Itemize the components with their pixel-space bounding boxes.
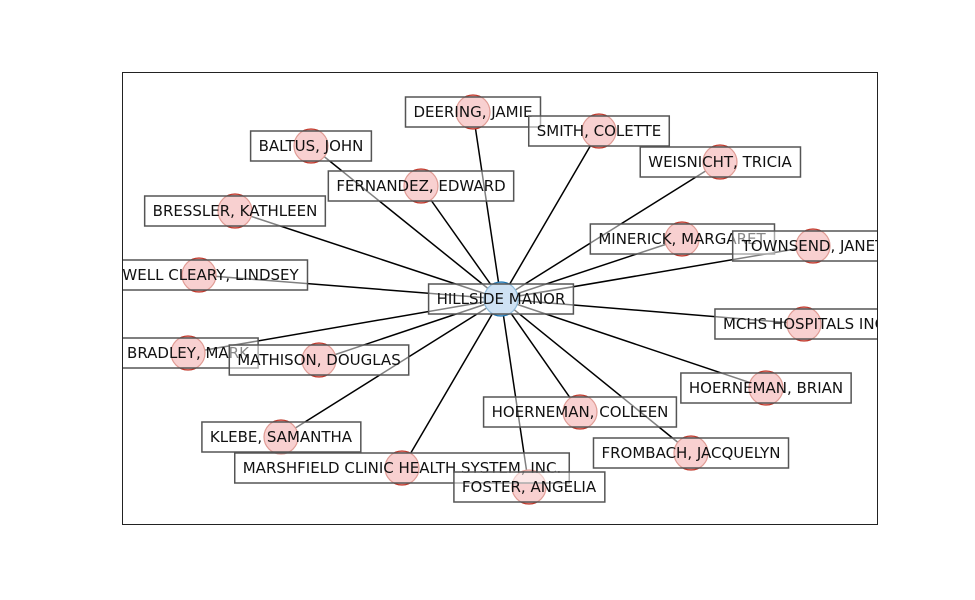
label-center: HILLSIDE MANOR xyxy=(437,290,566,308)
label-box-smith xyxy=(527,115,671,147)
label-mchs: MCHS HOSPITALS INC xyxy=(723,315,878,333)
edge-hoernemanc xyxy=(500,298,581,413)
label-hoernemanc: HOERNEMAN, COLLEEN xyxy=(492,403,669,421)
label-weisnicht: WEISNICHT, TRICIA xyxy=(648,153,792,171)
label-box-foster xyxy=(453,471,606,503)
label-smith: SMITH, COLETTE xyxy=(537,122,662,140)
label-bressler: BRESSLER, KATHLEEN xyxy=(153,202,318,220)
label-deering: DEERING, JAMIE xyxy=(414,103,533,121)
label-fernandez: FERNANDEZ, EDWARD xyxy=(336,177,505,195)
edge-deering xyxy=(472,111,502,300)
label-box-cleary xyxy=(123,259,309,291)
label-box-weisnicht xyxy=(639,146,802,178)
label-bradley: BRADLEY, MARK xyxy=(127,344,250,362)
label-box-deering xyxy=(404,96,542,128)
edge-fernandez xyxy=(420,185,502,300)
label-box-fernandez xyxy=(327,170,515,202)
label-hoernemanb: HOERNEMAN, BRIAN xyxy=(689,379,843,397)
label-box-hoernemanc xyxy=(482,396,678,428)
label-box-klebe xyxy=(201,421,362,453)
label-baltus: BALTUS, JOHN xyxy=(259,137,364,155)
label-box-mchs xyxy=(714,308,877,340)
label-frombach: FROMBACH, JACQUELYN xyxy=(601,444,780,462)
edge-marshfield xyxy=(401,298,502,469)
label-foster: FOSTER, ANGELIA xyxy=(462,478,597,496)
label-box-hoernemanb xyxy=(680,372,852,404)
label-cleary: HOWELL CLEARY, LINDSEY xyxy=(123,266,299,284)
edge-baltus xyxy=(310,145,502,300)
edge-smith xyxy=(500,130,600,300)
label-box-baltus xyxy=(249,130,373,162)
label-box-townsend xyxy=(731,230,877,262)
label-townsend: TOWNSEND, JANET xyxy=(741,237,878,255)
label-mathison: MATHISON, DOUGLAS xyxy=(237,351,400,369)
label-box-center xyxy=(427,283,575,315)
label-minerick: MINERICK, MARGARET xyxy=(598,230,766,248)
edge-frombach xyxy=(500,298,692,454)
label-klebe: KLEBE, SAMANTHA xyxy=(210,428,353,446)
label-box-frombach xyxy=(592,437,790,469)
label-box-mathison xyxy=(228,344,410,376)
label-box-bressler xyxy=(143,195,327,227)
